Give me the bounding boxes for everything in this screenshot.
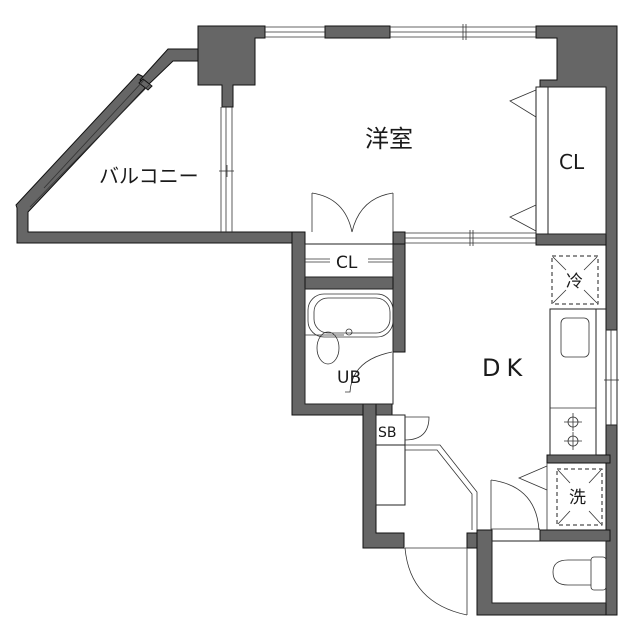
label-closet-hall: CL — [336, 253, 358, 273]
label-shoe-box: SB — [378, 425, 397, 441]
kitchen-counter — [549, 308, 606, 456]
refrigerator-space — [551, 255, 599, 305]
label-closet-main: CL — [559, 150, 585, 174]
balcony-top-wall — [139, 48, 201, 87]
closet-bottom-wall — [535, 233, 607, 246]
toilet-top-wall — [539, 529, 611, 542]
room-dk-sliding-door — [405, 230, 536, 246]
mid-wall-stub — [392, 231, 406, 245]
window-top — [265, 24, 536, 40]
toilet — [491, 540, 607, 604]
washer-space — [546, 463, 603, 530]
washer-top-wall — [546, 454, 611, 464]
label-dining-kitchen: DK — [482, 354, 528, 382]
right-wall-lower — [605, 424, 618, 616]
window-kitchen-right — [604, 329, 619, 426]
closet-main — [509, 86, 607, 235]
balcony-sliding-door — [219, 107, 234, 232]
entrance — [375, 414, 478, 616]
label-unit-bath: UB — [337, 368, 361, 388]
unit-bath — [304, 288, 394, 405]
toilet-wall — [476, 529, 607, 616]
label-western-room: 洋室 — [365, 125, 413, 153]
balcony-wall — [15, 73, 301, 244]
bath-right-wall — [392, 243, 406, 353]
top-wall-segment — [324, 25, 391, 39]
label-balcony: バルコニー — [99, 164, 199, 188]
closet-hall — [304, 192, 394, 278]
window-balcony-slant — [29, 79, 151, 208]
toilet-door — [490, 465, 548, 531]
label-refrigerator: 冷 — [566, 272, 583, 292]
pillar-top-left — [197, 25, 266, 108]
closet-bath-divider — [304, 276, 406, 290]
label-washer: 洗 — [569, 488, 586, 508]
